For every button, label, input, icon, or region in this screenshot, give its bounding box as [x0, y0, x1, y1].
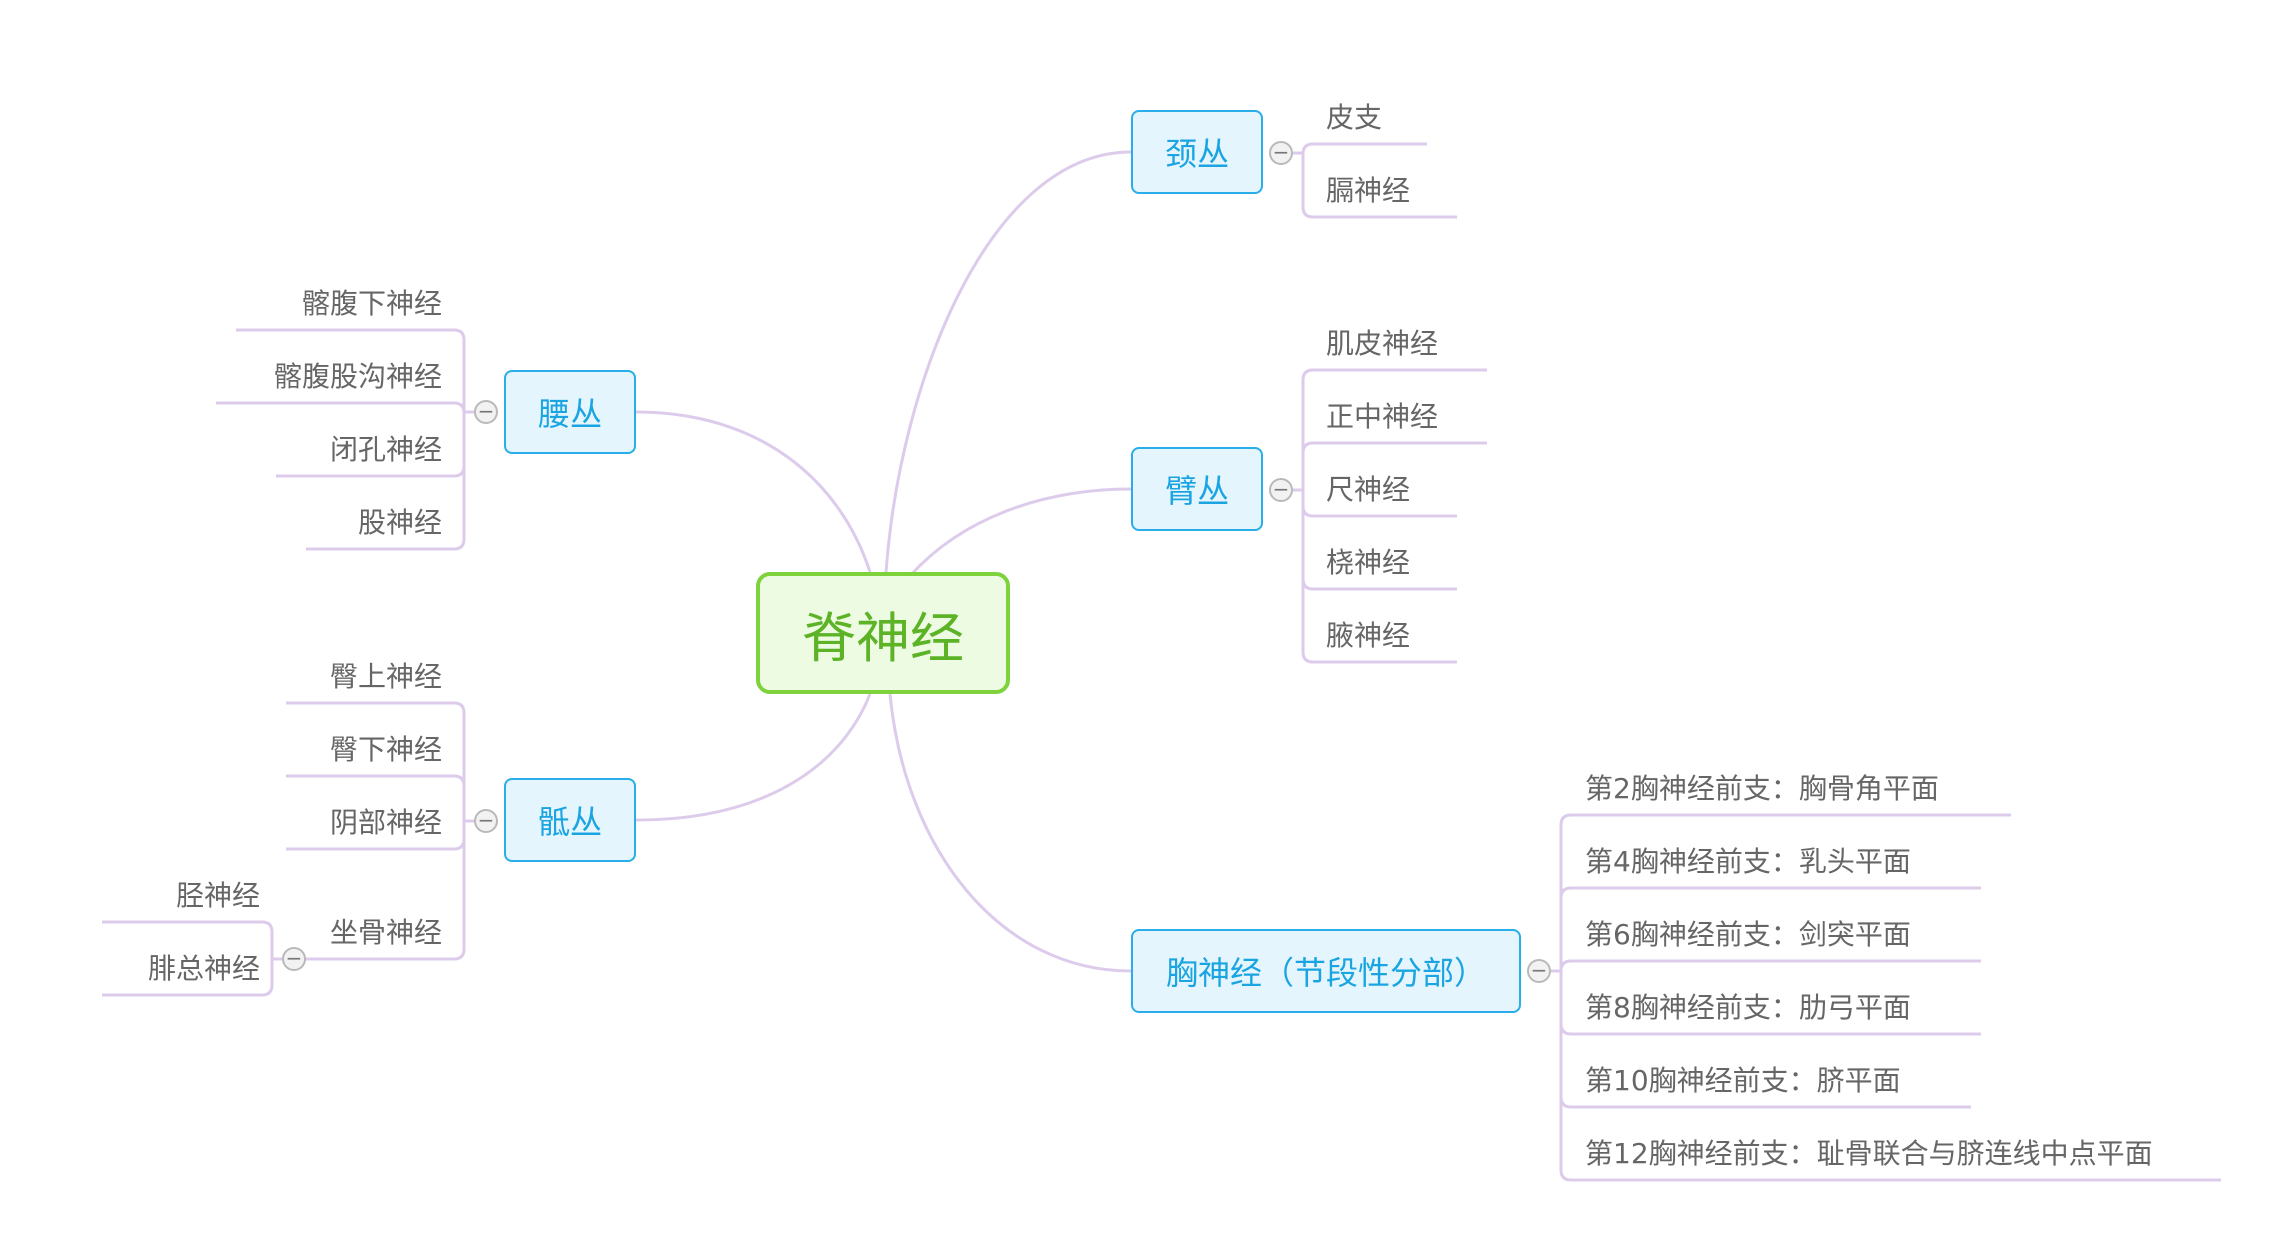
- connector-root-sacral: [635, 693, 872, 822]
- leaf-topic[interactable]: 肌皮神经: [1326, 327, 1439, 360]
- bracket-thoracic: [1551, 813, 2011, 973]
- leaf-topic[interactable]: 膈神经: [1326, 174, 1411, 207]
- collapse-toggle-thoracic[interactable]: −: [1527, 959, 1551, 983]
- branch-topic-thoracic-nerves[interactable]: 胸神经（节段性分部）: [1131, 929, 1521, 1013]
- bracket-brachial: [1293, 488, 1457, 664]
- leaf-topic[interactable]: 第4胸神经前支：乳头平面: [1585, 845, 1911, 878]
- collapse-toggle-lumbar[interactable]: −: [474, 400, 498, 424]
- connector-root-brachial: [908, 487, 1132, 577]
- branch-topic-sacral-plexus[interactable]: 骶丛: [504, 778, 636, 862]
- leaf-topic[interactable]: 第8胸神经前支：肋弓平面: [1585, 991, 1911, 1024]
- collapse-toggle-cervical[interactable]: −: [1269, 141, 1293, 165]
- bracket-lumbar: [236, 328, 474, 414]
- collapse-toggle-sciatic[interactable]: −: [282, 947, 306, 971]
- bracket-lumbar: [306, 410, 474, 551]
- leaf-topic[interactable]: 第10胸神经前支：脐平面: [1585, 1064, 1901, 1097]
- leaf-topic[interactable]: 闭孔神经: [329, 433, 442, 466]
- bracket-cervical: [1293, 142, 1427, 155]
- branch-topic-cervical-plexus[interactable]: 颈丛: [1131, 110, 1263, 194]
- collapse-toggle-brachial[interactable]: −: [1269, 478, 1293, 502]
- leaf-topic[interactable]: 第12胸神经前支：耻骨联合与脐连线中点平面: [1585, 1137, 2153, 1170]
- bracket-lumbar: [216, 401, 474, 414]
- bracket-brachial: [1293, 441, 1487, 492]
- connector-root-cervical: [884, 150, 1132, 573]
- leaf-topic[interactable]: 股神经: [357, 506, 442, 539]
- branch-topic-lumbar-plexus[interactable]: 腰丛: [504, 370, 636, 454]
- leaf-topic[interactable]: 皮支: [1326, 101, 1383, 134]
- connector-root-thoracic: [888, 693, 1132, 973]
- leaf-topic[interactable]: 尺神经: [1326, 473, 1411, 506]
- bracket-brachial: [1293, 368, 1487, 492]
- leaf-topic[interactable]: 阴部神经: [329, 806, 442, 839]
- bracket-sacral: [292, 819, 474, 961]
- leaf-topic[interactable]: 臀上神经: [329, 660, 442, 693]
- leaf-topic[interactable]: 坐骨神经: [329, 916, 442, 949]
- bracket-sacral: [286, 701, 474, 823]
- leaf-topic[interactable]: 正中神经: [1326, 400, 1439, 433]
- bracket-sacral: [286, 774, 474, 823]
- leaf-topic[interactable]: 桡神经: [1326, 546, 1411, 579]
- root-topic[interactable]: 脊神经: [756, 572, 1010, 694]
- branch-topic-brachial-plexus[interactable]: 臂丛: [1131, 447, 1263, 531]
- leaf-topic[interactable]: 胫神经: [175, 879, 260, 912]
- leaf-topic[interactable]: 第6胸神经前支：剑突平面: [1585, 918, 1911, 951]
- leaf-topic[interactable]: 腋神经: [1326, 619, 1411, 652]
- bracket-cervical: [1293, 151, 1457, 219]
- leaf-topic[interactable]: 腓总神经: [147, 952, 260, 985]
- bracket-thoracic: [1551, 959, 1981, 973]
- bracket-sciatic: [102, 920, 282, 961]
- bracket-thoracic: [1551, 886, 1981, 973]
- bracket-thoracic: [1551, 969, 2221, 1182]
- bracket-sciatic: [102, 957, 282, 997]
- collapse-toggle-sacral[interactable]: −: [474, 809, 498, 833]
- leaf-topic[interactable]: 髂腹股沟神经: [273, 360, 442, 393]
- leaf-topic[interactable]: 第2胸神经前支：胸骨角平面: [1585, 772, 1939, 805]
- leaf-topic[interactable]: 臀下神经: [329, 733, 442, 766]
- leaf-topic[interactable]: 髂腹下神经: [301, 287, 442, 320]
- connector-root-lumbar: [635, 410, 872, 573]
